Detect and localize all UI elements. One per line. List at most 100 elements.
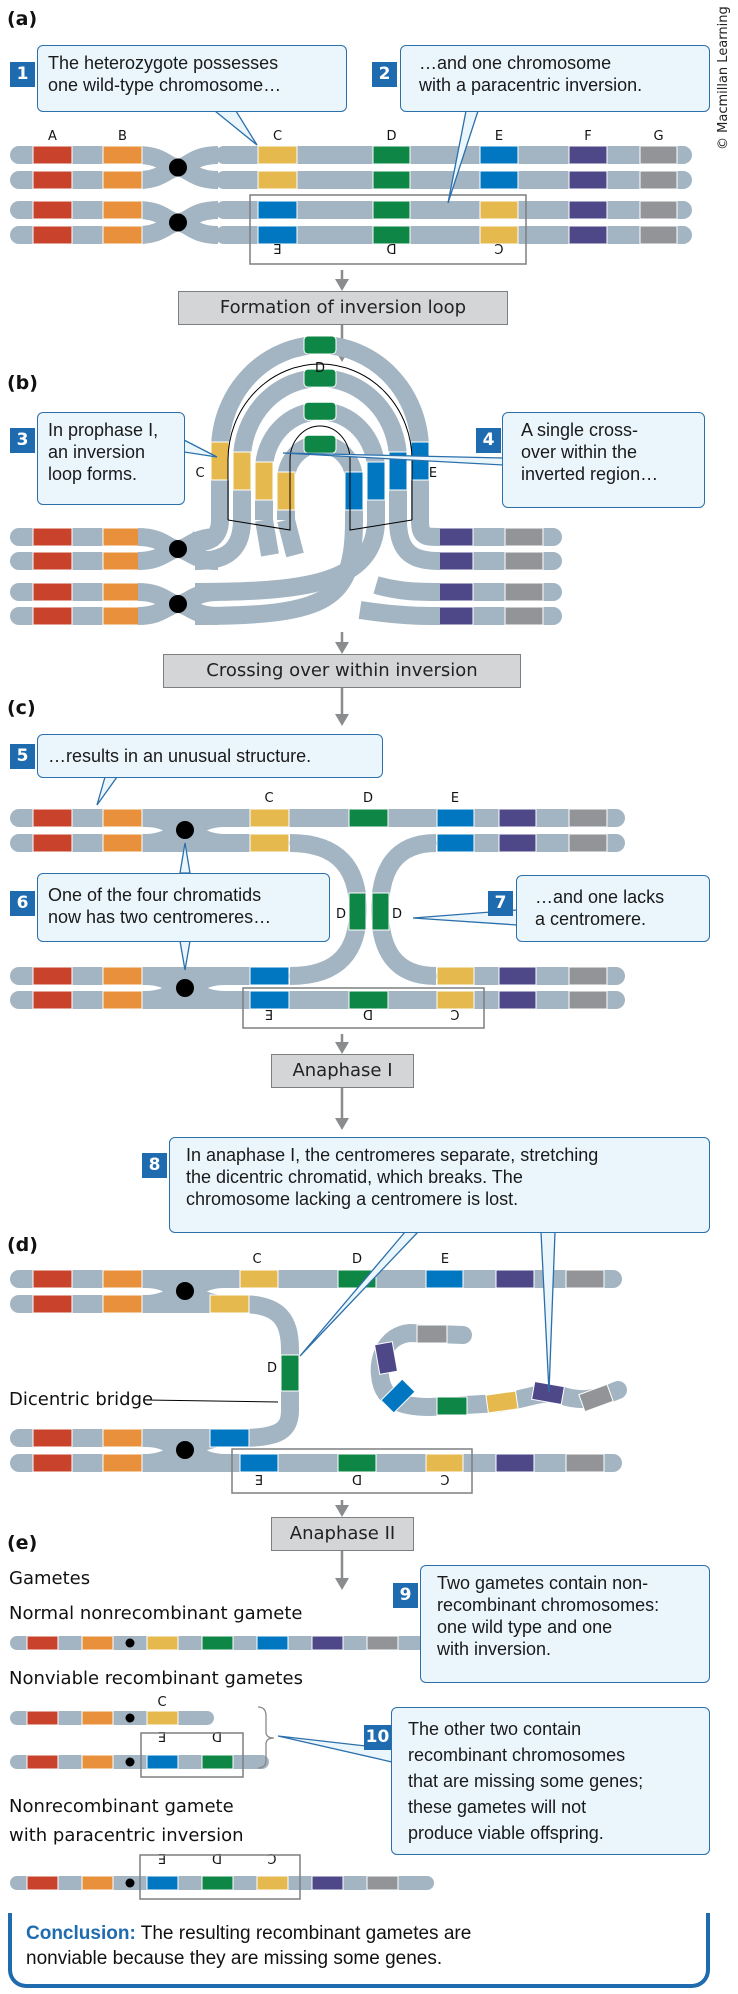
gene-band-D <box>348 990 389 1010</box>
gene-band-D <box>303 335 337 355</box>
inverted-gene-label-D: D <box>212 1850 222 1865</box>
gene-band-A <box>32 808 73 828</box>
bridge-label-D: D <box>267 1361 277 1376</box>
gene-band-A <box>32 170 73 190</box>
inverted-gene-label-E: E <box>158 1728 166 1743</box>
gene-label-D: D <box>386 129 396 144</box>
gene-label-C: C <box>252 1252 261 1267</box>
gene-band-F <box>568 170 608 190</box>
gene-band-C <box>436 990 475 1010</box>
centromere <box>125 1878 135 1888</box>
gene-band-D <box>280 1354 300 1392</box>
gene-band-F <box>311 1875 344 1891</box>
gene-band-G <box>639 145 678 165</box>
gene-label-C: C <box>264 791 273 806</box>
loop-arm <box>194 519 363 625</box>
gene-band-C <box>436 966 475 986</box>
loop-arm <box>277 517 304 558</box>
gene-band-E <box>146 1875 179 1891</box>
gene-band-A <box>26 1754 59 1770</box>
callout-1: The heterozygote possesses one wild-type… <box>37 45 347 112</box>
gene-band-A <box>26 1875 59 1891</box>
gene-band-A <box>32 833 73 853</box>
callout-5-pointer <box>96 776 119 806</box>
gene-band-D <box>348 808 389 828</box>
inversion-box <box>231 1448 473 1494</box>
arrow-flow3-to-d-head <box>335 1118 349 1130</box>
gene-label-C: C <box>157 1695 166 1710</box>
gene-band-B <box>102 1269 143 1289</box>
gene-band-A <box>32 1294 73 1314</box>
inversion-gamete-label-line2: with paracentric inversion <box>9 1825 244 1846</box>
gene-band-G <box>366 1635 399 1651</box>
callout-7: …and one lacks a centromere. <box>516 875 710 942</box>
callout-9: Two gametes contain non- recombinant chr… <box>420 1565 710 1683</box>
inverted-gene-label-D: D <box>352 1471 362 1486</box>
gene-band-G <box>639 200 678 220</box>
loop-arm <box>411 519 441 546</box>
gene-band-A <box>32 551 73 571</box>
gene-band-C <box>239 1269 279 1289</box>
inverted-gene-label-E: E <box>265 1006 273 1021</box>
gene-band-A <box>32 582 73 602</box>
gene-band-A <box>32 1269 73 1289</box>
inverted-region-outline <box>227 425 413 531</box>
arrow-flow2-to-c-head <box>335 714 349 726</box>
centromere <box>169 213 187 232</box>
chromosomes <box>10 145 692 1891</box>
gene-label-D: D <box>363 791 373 806</box>
fragment-band-G <box>416 1324 448 1344</box>
gene-band-D <box>201 1875 234 1891</box>
inversion-box <box>139 1854 301 1900</box>
flow-step-anaphase-2: Anaphase II <box>271 1517 414 1551</box>
gene-band-F <box>311 1635 344 1651</box>
gene-band-B <box>81 1754 114 1770</box>
inverted-gene-label-D: D <box>363 1006 373 1021</box>
callout-10: The other two contain recombinant chromo… <box>391 1707 710 1855</box>
inversion-box <box>140 1732 244 1778</box>
gene-band-D <box>201 1635 234 1651</box>
gene-label-E: E <box>441 1252 449 1267</box>
gene-band-A <box>32 200 73 220</box>
inverted-gene-label-E: E <box>255 1471 263 1486</box>
nonviable-gametes-label: Nonviable recombinant gametes <box>9 1668 303 1689</box>
gene-band-G <box>639 170 678 190</box>
gene-band-E <box>479 170 519 190</box>
gene-band-B <box>102 582 143 602</box>
loop-label-E: E <box>429 466 437 481</box>
gene-band-C <box>479 225 519 245</box>
flow-arrows <box>335 270 349 1590</box>
centromere <box>169 595 187 613</box>
gene-band-B <box>102 527 143 547</box>
inverted-gene-label-C: C <box>450 1006 459 1021</box>
centromere <box>125 1757 135 1767</box>
centromere <box>169 158 187 177</box>
gene-band-C <box>425 1453 464 1473</box>
gene-band-E <box>425 1269 464 1289</box>
loop-arm <box>373 576 441 601</box>
gene-band-F <box>435 606 474 626</box>
step-badge-7: 7 <box>488 891 513 916</box>
fragment-band-G <box>578 1383 614 1413</box>
conclusion-heading: Conclusion: <box>26 1923 136 1944</box>
loop-arm <box>255 518 279 557</box>
gene-band-B <box>102 808 143 828</box>
normal-gamete-label: Normal nonrecombinant gamete <box>9 1603 303 1624</box>
inverted-gene-label-C: C <box>440 1471 449 1486</box>
gene-band-A <box>32 527 73 547</box>
centromere <box>125 1638 135 1648</box>
gene-band-E <box>479 145 519 165</box>
inverted-gene-label-D: D <box>386 240 396 255</box>
gene-band-F <box>498 990 537 1010</box>
gene-band-B <box>102 1428 143 1448</box>
gene-band-C <box>257 145 298 165</box>
bridge-label-D: D <box>392 907 402 922</box>
gene-band-B <box>102 606 143 626</box>
gene-label-G: G <box>653 129 663 144</box>
gene-band-G <box>504 582 544 602</box>
gene-label-C: C <box>273 129 282 144</box>
gene-band-F <box>495 1453 535 1473</box>
callout-3: In prophase I, an inversion loop forms. <box>37 412 185 505</box>
gene-band-G <box>565 1269 605 1289</box>
gene-band-A <box>32 1453 73 1473</box>
